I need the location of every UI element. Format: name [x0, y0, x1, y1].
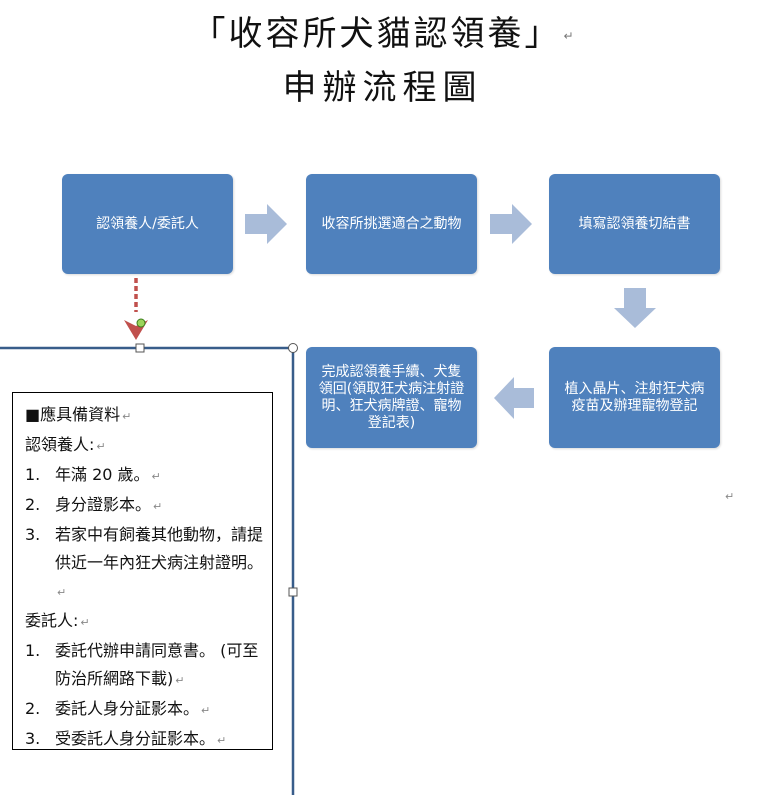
page-subtitle: 申辦流程圖 — [282, 68, 483, 108]
resize-handle-right — [288, 587, 298, 597]
flow-step-complete[interactable]: 完成認領養手續、犬隻領回(領取狂犬病注射證明、狂犬病牌證、寵物登記表) — [306, 347, 477, 448]
arrow-left-icon — [494, 377, 534, 419]
page-title: 「收容所犬貓認領養」↵ — [191, 14, 574, 54]
paragraph-mark-icon: ↵ — [725, 490, 735, 503]
list-item: 1.年滿 20 歲。↵ — [25, 465, 161, 484]
list-item: 1.委託代辦申請同意書。 (可至防治所網路下載)↵ — [25, 641, 259, 688]
flow-step-select-animal[interactable]: 收容所挑選適合之動物 — [306, 174, 477, 274]
list-item: 2.身分證影本。↵ — [25, 495, 163, 514]
list-item: 2.委託人身分証影本。↵ — [25, 699, 211, 718]
agent-label: 委託人:↵ — [25, 611, 90, 630]
connector-arrow-icon — [124, 278, 148, 340]
list-item: 3.若家中有飼養其他動物，請提供近一年內狂犬病注射證明。↵ — [25, 525, 264, 599]
flow-step-adopter[interactable]: 認領養人/委託人 — [62, 174, 233, 274]
adopter-label: 認領養人:↵ — [25, 435, 106, 454]
arrow-down-icon — [614, 288, 656, 328]
flow-step-microchip-vaccine[interactable]: 植入晶片、注射狂犬病疫苗及辦理寵物登記 — [549, 347, 720, 448]
agent-list: 1.委託代辦申請同意書。 (可至防治所網路下載)↵ 2.委託人身分証影本。↵ 3… — [25, 637, 272, 755]
arrow-right-icon — [245, 204, 287, 244]
list-item: 3.受委託人身分証影本。↵ — [25, 729, 227, 748]
adopter-list: 1.年滿 20 歲。↵ 2.身分證影本。↵ 3.若家中有飼養其他動物，請提供近一… — [25, 461, 272, 607]
connector-endpoint-icon — [136, 318, 146, 328]
resize-handle-corner — [288, 343, 298, 353]
requirements-heading: ■應具備資料↵ — [25, 405, 132, 424]
flow-step-fill-affidavit[interactable]: 填寫認領養切結書 — [549, 174, 720, 274]
resize-handle-top — [135, 343, 145, 353]
requirements-box[interactable]: ■應具備資料↵ 認領養人:↵ 1.年滿 20 歲。↵ 2.身分證影本。↵ 3.若… — [12, 392, 273, 750]
arrow-right-icon — [490, 204, 532, 244]
